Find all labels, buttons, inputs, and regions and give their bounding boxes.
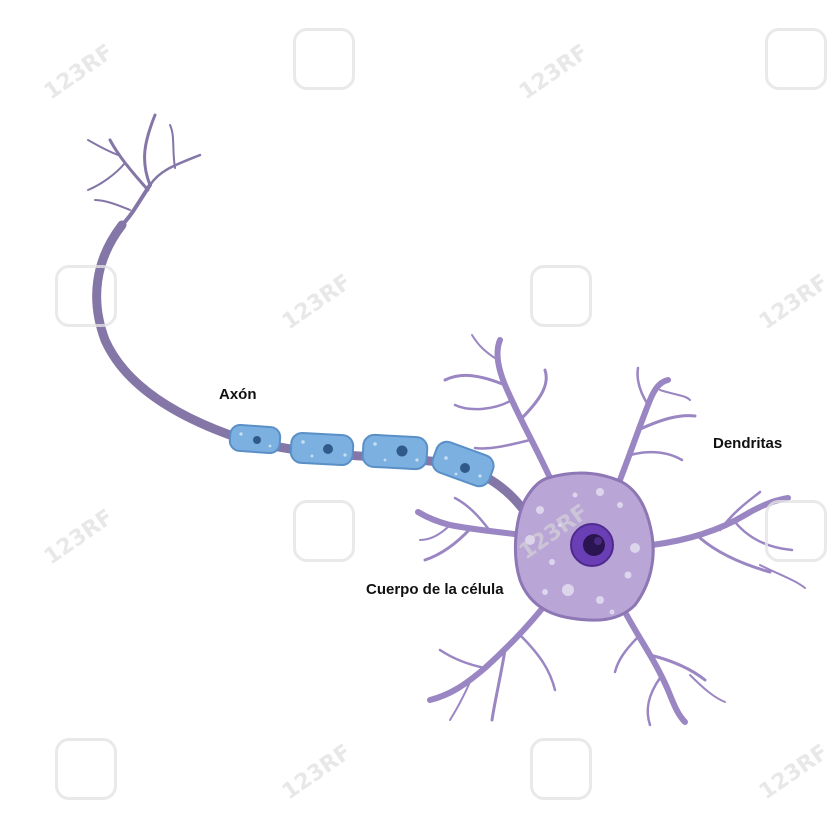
- myelin-segment: [362, 434, 428, 469]
- watermark-badge: [293, 500, 355, 562]
- myelin-segment: [229, 424, 281, 453]
- watermark-badge: [530, 738, 592, 800]
- myelin-segment: [290, 432, 353, 465]
- label-axon: Axón: [219, 386, 257, 403]
- myelin-sheath: [229, 424, 497, 489]
- label-cell-body: Cuerpo de la célula: [366, 581, 504, 598]
- axon-terminals: [88, 115, 200, 225]
- watermark-badge: [765, 500, 827, 562]
- label-dendrites: Dendritas: [713, 435, 782, 452]
- watermark-badge: [293, 28, 355, 90]
- watermark-badge: [55, 265, 117, 327]
- watermark-badge: [765, 28, 827, 90]
- myelin-segment: [429, 439, 496, 490]
- watermark-badge: [55, 738, 117, 800]
- watermark-badge: [530, 265, 592, 327]
